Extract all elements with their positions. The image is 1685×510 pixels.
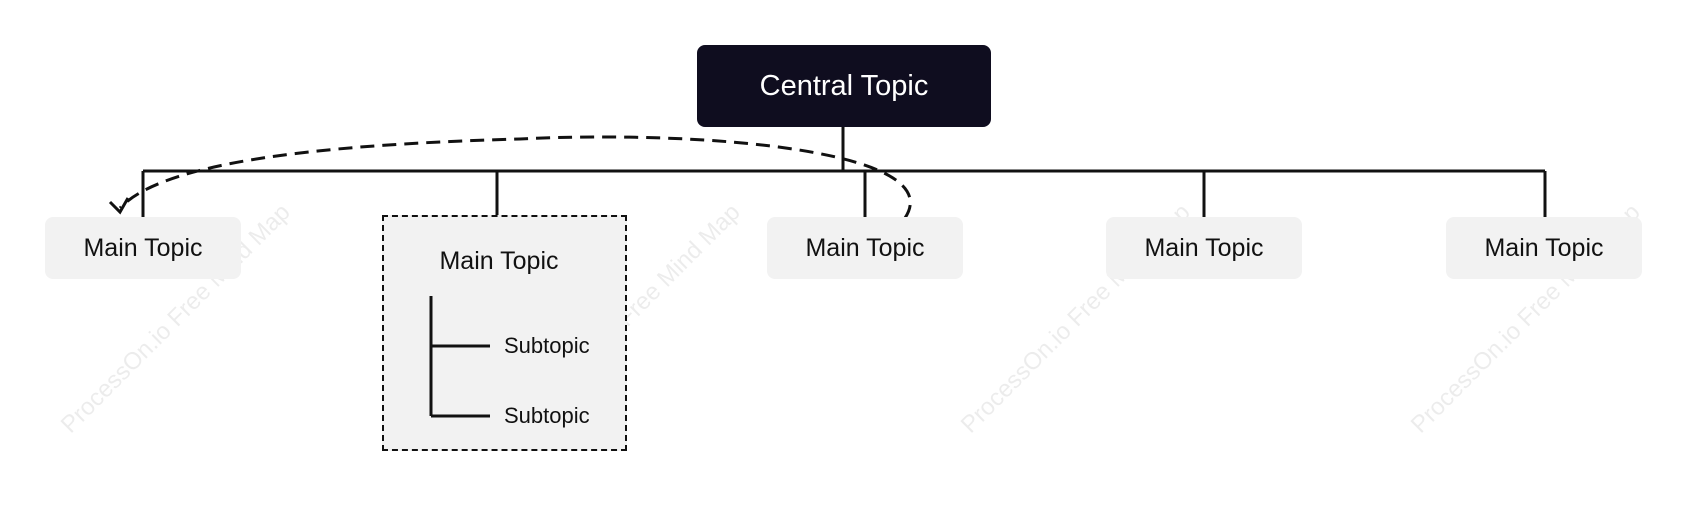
- main-topic-label: Main Topic: [83, 233, 203, 262]
- main-topic[interactable]: Main Topic: [1446, 217, 1642, 279]
- central-topic-label: Central Topic: [759, 69, 929, 102]
- subtopic[interactable]: Subtopic: [504, 333, 590, 358]
- subtopic-connectors: [429, 296, 490, 418]
- main-topic-label: Main Topic: [805, 233, 925, 262]
- subtopic[interactable]: Subtopic: [504, 403, 590, 428]
- main-topic[interactable]: Main Topic: [767, 217, 963, 279]
- relation-arrowhead: [108, 197, 130, 215]
- main-topic[interactable]: Main Topic: [1106, 217, 1302, 279]
- main-topic-label: Main Topic: [1484, 233, 1604, 262]
- relation-curve: [118, 135, 912, 219]
- main-topic-label: Main Topic: [439, 247, 559, 275]
- summary-group-box[interactable]: Main Topic Subtopic Subtopic: [382, 215, 627, 451]
- main-topic[interactable]: Main Topic: [45, 217, 241, 279]
- central-topic[interactable]: Central Topic: [697, 45, 991, 127]
- main-topic-label: Main Topic: [1144, 233, 1264, 262]
